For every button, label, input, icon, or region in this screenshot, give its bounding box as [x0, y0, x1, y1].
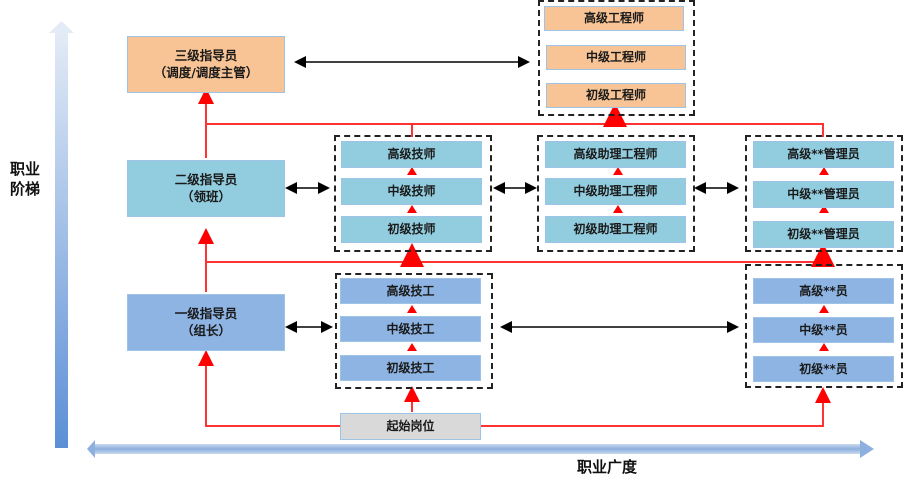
career-ladder-label: 职业 阶梯	[10, 160, 40, 199]
technician-track-group	[334, 135, 492, 252]
engineer-track-group	[538, 0, 695, 116]
level-2-title: 二级指导员	[174, 171, 238, 187]
group-promotion-arrows	[400, 103, 835, 267]
track-item-junior-worker[interactable]: 初级技工	[340, 355, 481, 381]
track-item-senior-engineer[interactable]: 高级工程师	[544, 6, 684, 31]
career-ladder-label-line2: 阶梯	[10, 179, 41, 198]
career-breadth-axis-arrow	[87, 440, 874, 458]
track-item-junior-engineer[interactable]: 初级工程师	[546, 83, 686, 108]
track-item-mid-staff[interactable]: 中级**员	[753, 317, 894, 343]
level-3-title: 三级指导员	[174, 47, 238, 63]
start-position-box[interactable]: 起始岗位	[340, 413, 481, 440]
track-item-mid-worker[interactable]: 中级技工	[340, 316, 481, 342]
track-item-mid-assistant-engineer[interactable]: 中级助理工程师	[545, 178, 686, 205]
track-item-senior-staff[interactable]: 高级**员	[753, 278, 894, 304]
manager-track-group	[745, 135, 903, 252]
lateral-arrows	[285, 56, 739, 333]
track-item-junior-staff[interactable]: 初级**员	[753, 356, 894, 382]
assistant-engineer-track-group	[537, 135, 695, 252]
track-item-senior-assistant-engineer[interactable]: 高级助理工程师	[545, 141, 686, 168]
career-breadth-label: 职业广度	[577, 458, 638, 476]
staff-track-group	[745, 264, 903, 388]
level-2-subtitle: （领班）	[180, 188, 231, 204]
level-1-title: 一级指导员	[174, 305, 238, 321]
level-3-mentor-box[interactable]: 三级指导员 （调度/调度主管）	[127, 36, 285, 93]
track-item-junior-manager[interactable]: 初级**管理员	[753, 221, 894, 248]
track-item-junior-technician[interactable]: 初级技师	[341, 216, 482, 243]
track-item-senior-manager[interactable]: 高级**管理员	[753, 141, 894, 168]
level-2-mentor-box[interactable]: 二级指导员 （领班）	[127, 160, 285, 217]
in-group-arrows	[407, 167, 829, 351]
track-item-senior-technician[interactable]: 高级技师	[341, 141, 482, 168]
track-item-junior-assistant-engineer[interactable]: 初级助理工程师	[545, 216, 686, 243]
level-1-mentor-box[interactable]: 一级指导员 （组长）	[127, 294, 285, 351]
career-ladder-axis-arrow	[49, 21, 74, 448]
promotion-lines	[198, 88, 831, 427]
track-item-mid-engineer[interactable]: 中级工程师	[546, 45, 686, 70]
track-item-senior-worker[interactable]: 高级技工	[340, 278, 481, 304]
level-3-subtitle: （调度/调度主管）	[153, 64, 259, 80]
track-item-mid-technician[interactable]: 中级技师	[341, 178, 482, 205]
track-item-mid-manager[interactable]: 中级**管理员	[753, 181, 894, 208]
level-1-subtitle: （组长）	[180, 322, 231, 338]
worker-track-group	[335, 273, 493, 389]
career-ladder-label-line1: 职业	[10, 160, 41, 178]
